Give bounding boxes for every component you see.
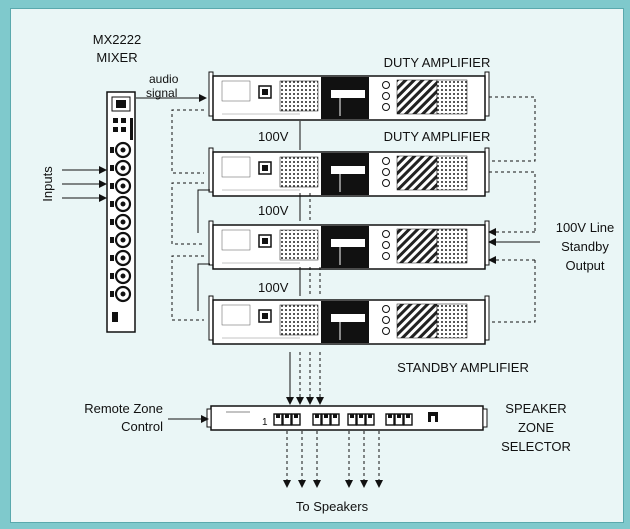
selector-label: SELECTOR <box>501 439 571 454</box>
svg-text:1: 1 <box>262 417 268 428</box>
speaker-zone-port-group <box>385 413 413 426</box>
audio-label: audio <box>149 72 179 86</box>
speaker-zone-port-group <box>273 413 301 426</box>
control-label: Control <box>121 419 163 434</box>
amplifier-unit <box>208 295 490 345</box>
mixer-channel-knob <box>110 159 132 177</box>
speaker-zone-port-group <box>347 413 375 426</box>
zone-label: ZONE <box>518 420 554 435</box>
standby-output-line-3: Output <box>565 258 604 273</box>
remote-zone-label: Remote Zone <box>84 401 163 416</box>
line-100v-b-label: 100V <box>258 203 289 218</box>
speaker-zone-port-group <box>312 413 340 426</box>
mixer-channel-knob <box>110 249 132 267</box>
standby-output-line-1: 100V Line <box>556 220 615 235</box>
mixer-channel-knob <box>110 285 132 303</box>
line-100v-a-label: 100V <box>258 129 289 144</box>
mixer-channel-knob <box>110 195 132 213</box>
mixer-channel-knob <box>110 213 132 231</box>
mixer-channel-knob <box>110 141 132 159</box>
standby-output-line-2: Standby <box>561 239 609 254</box>
amplifier-stack <box>208 71 490 345</box>
duty-amplifier-1-label: DUTY AMPLIFIER <box>384 55 491 70</box>
mixer-channel-knob <box>110 177 132 195</box>
inputs-label: Inputs <box>40 166 55 202</box>
to-speakers-label: To Speakers <box>296 499 369 514</box>
duty-amplifier-2-label: DUTY AMPLIFIER <box>384 129 491 144</box>
line-100v-c-label: 100V <box>258 280 289 295</box>
mixer-unit <box>106 91 136 333</box>
mixer-model-label: MX2222 <box>93 32 141 47</box>
connection-lines <box>62 94 540 488</box>
speaker-label: SPEAKER <box>505 401 566 416</box>
amplifier-unit <box>208 71 490 121</box>
mixer-label: MIXER <box>96 50 137 65</box>
speaker-zone-selector-unit: 1 <box>206 405 488 431</box>
signal-label: signal <box>146 86 177 100</box>
mixer-channel-knob <box>110 231 132 249</box>
amplifier-unit <box>208 220 490 270</box>
amplifier-unit <box>208 147 490 197</box>
mixer-channel-knob <box>110 267 132 285</box>
standby-amplifier-label: STANDBY AMPLIFIER <box>397 360 529 375</box>
